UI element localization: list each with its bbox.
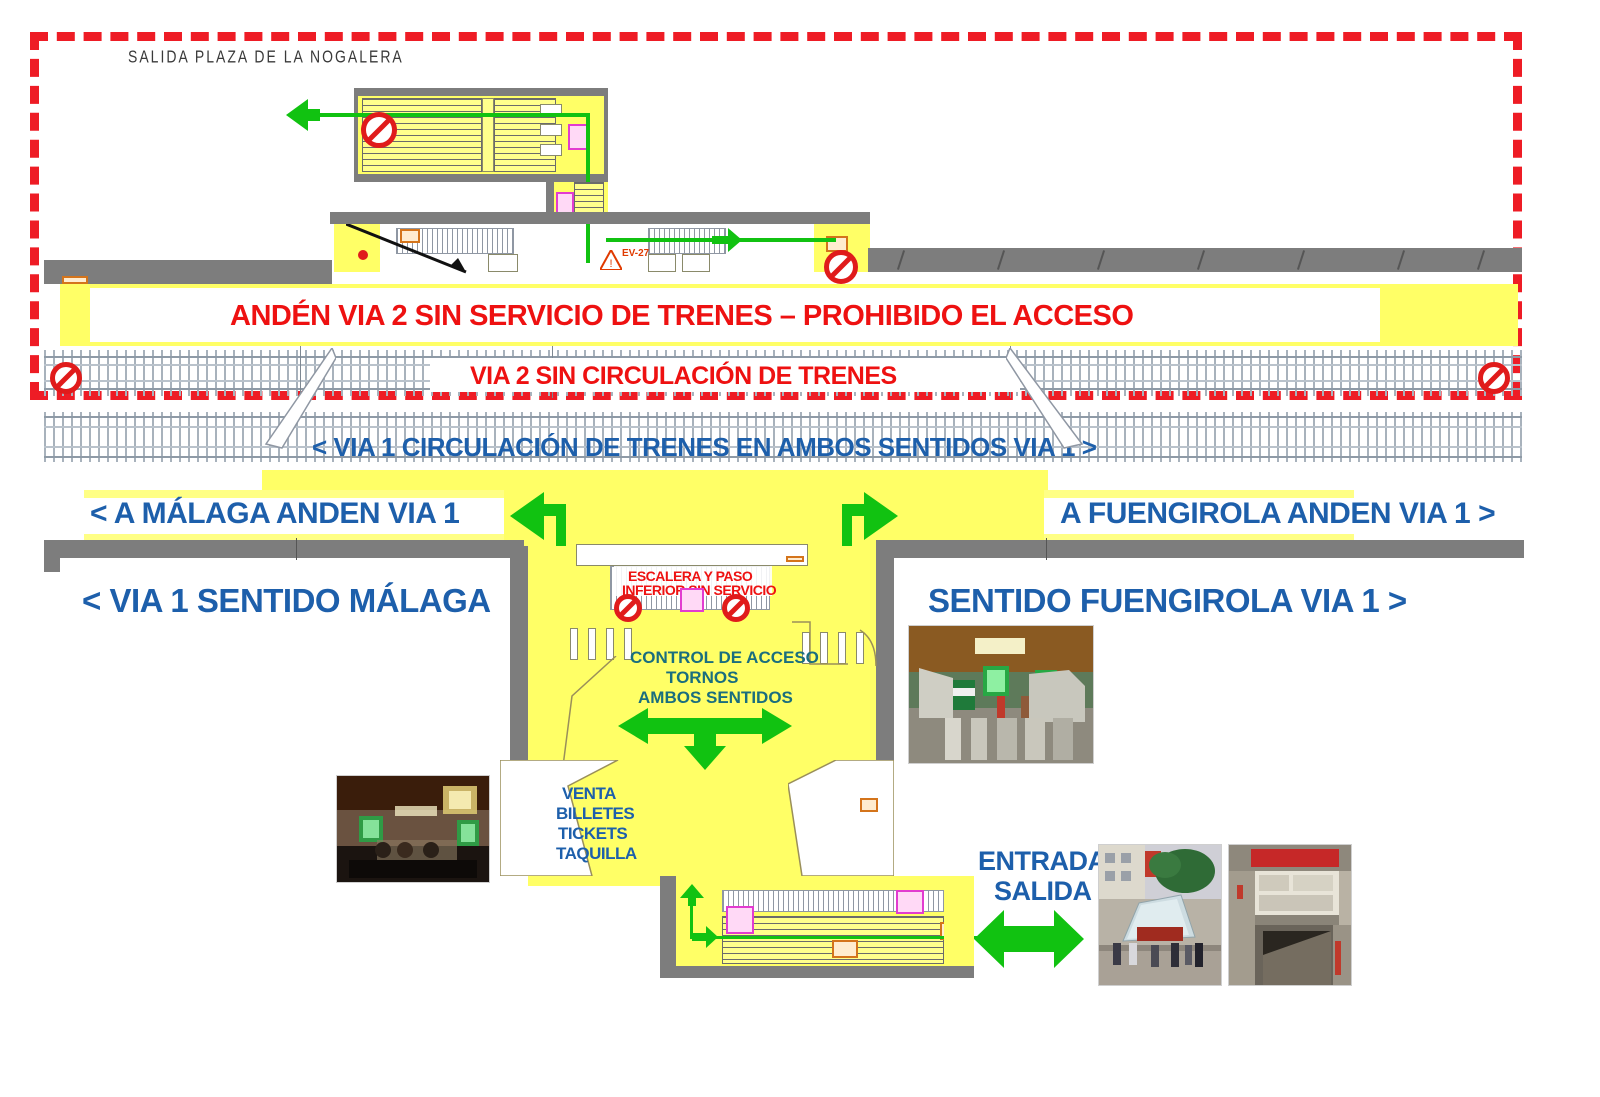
arrow-right-icon-exit — [692, 926, 718, 948]
closed-stairs-label-line1: ESCALERA Y PASO — [628, 568, 753, 584]
ticket-office-label-1: VENTA — [562, 784, 616, 803]
leader-line-left — [264, 348, 336, 449]
no-entry-icon-mezz-left — [358, 250, 368, 260]
corridor-wall-left — [546, 182, 554, 220]
leader-line-right — [1006, 348, 1084, 449]
warning-triangle-icon: ! — [600, 250, 622, 270]
mezzanine-wall-top — [330, 212, 870, 224]
no-entry-icon-track-right — [1478, 362, 1510, 394]
no-entry-icon-mezz-right — [824, 250, 858, 284]
no-entry-icon-passage-right — [722, 594, 750, 622]
platform-via2-marker-left — [62, 276, 88, 284]
ticket-office-label-4: TAQUILLA — [556, 844, 637, 863]
mezzanine-marker-left — [400, 229, 420, 243]
platform-via1-right — [876, 470, 1048, 546]
exit-corridor-wall-left — [660, 876, 676, 978]
exit-panel-marker-left — [726, 906, 754, 934]
underpass-entrance-photo — [1228, 844, 1352, 986]
ticket-office-left-bay — [500, 760, 619, 876]
platform-via1-label-left-bg — [84, 492, 504, 538]
exit-stairs-upper — [722, 890, 944, 912]
mezzanine-room-left-detail — [488, 254, 518, 272]
track-via1-info: < VIA 1 CIRCULACIÓN DE TRENES EN AMBOS S… — [312, 432, 1097, 462]
mezzanine-floor-left — [334, 224, 380, 272]
no-entry-icon-track-left — [50, 362, 82, 394]
turnstile-guide-right — [792, 621, 877, 667]
no-entry-icon-passage-left — [614, 594, 642, 622]
access-control-label-2: TORNOS — [666, 668, 739, 687]
via1-direction-malaga-label: < VIA 1 SENTIDO MÁLAGA — [82, 582, 491, 619]
platform-via1-wall-right-b — [876, 540, 1524, 558]
turnstile-3 — [606, 628, 614, 660]
ticket-office-counter-marker — [860, 798, 878, 812]
arrow-tri-directional-icon — [618, 708, 792, 770]
platform-via1-label-right-bg — [1044, 492, 1534, 538]
route-line-exit-h — [690, 936, 980, 939]
track-via2-sep-1 — [300, 346, 301, 398]
platform-wall-seam-1 — [296, 538, 297, 560]
access-control-label-1: CONTROL DE ACCESO — [630, 648, 819, 667]
platform-via1-underline-left-b — [84, 534, 504, 544]
upper-equipment-3 — [540, 144, 562, 156]
ticket-hall-photo — [336, 775, 490, 883]
upper-equipment-2 — [540, 124, 562, 136]
ticket-office-label-3: TICKETS — [558, 824, 628, 843]
route-line-upper-h — [300, 113, 590, 117]
arrow-right-icon-mezzanine — [712, 228, 742, 252]
platform-via1-center — [524, 470, 876, 546]
exit-corridor-wall-bottom — [660, 964, 974, 978]
track-via2-label-backdrop — [430, 358, 1020, 392]
entrance-label-2: SALIDA — [994, 876, 1092, 906]
access-control-label-3: AMBOS SENTIDOS — [638, 688, 793, 707]
street-entrance-photo — [1098, 844, 1222, 986]
exit-vestibule — [944, 890, 974, 964]
to-malaga-platform-label: < A MÁLAGA ANDEN VIA 1 — [90, 497, 460, 530]
no-entry-icon-upper-stairs — [361, 112, 397, 148]
lower-passage-marker — [786, 556, 804, 562]
pointer-arrow-mezzanine — [346, 224, 467, 274]
arrow-bidirectional-icon-entrance — [974, 910, 1084, 968]
track-via2-warning: VIA 2 SIN CIRCULACIÓN DE TRENES — [470, 362, 897, 390]
arrow-left-icon-plaza — [286, 99, 320, 131]
exit-panel-marker-right — [896, 890, 924, 914]
upper-landing-box — [482, 98, 494, 172]
turnstile-guide-left — [561, 656, 617, 775]
svg-text:!: ! — [609, 258, 612, 270]
platform-via1-underline-left — [84, 490, 504, 498]
platform-via1-underline-right-b — [1044, 534, 1354, 544]
exit-plaza-label: SALIDA PLAZA DE LA NOGALERA — [128, 46, 404, 66]
entrance-label-1: ENTRADA — [978, 846, 1107, 876]
platform-via2-warning: ANDÉN VIA 2 SIN SERVICIO DE TRENES – PRO… — [230, 300, 1134, 332]
turnstiles-photo — [908, 625, 1094, 764]
ticket-office-right-bay — [788, 760, 894, 876]
mezzanine-room-right-detail-b — [682, 254, 710, 272]
via1-direction-fuengirola-label: SENTIDO FUENGIROLA VIA 1 > — [928, 582, 1407, 619]
mezzanine-room-right-detail-a — [648, 254, 676, 272]
route-line-exit-v — [690, 898, 693, 938]
turnstile-4 — [624, 628, 632, 660]
platform-via1-wall-left-b — [60, 540, 524, 558]
lower-passage-top-box — [576, 544, 808, 566]
platform-via2-label-backdrop — [90, 288, 1380, 342]
platform-via2-wall-right — [868, 248, 1522, 272]
lower-passage-panel-marker — [680, 588, 704, 612]
mezzanine-code-label: EV-27 — [622, 248, 650, 259]
platform-via2-wall-left — [44, 260, 332, 284]
platform-via1-underline-right — [1044, 490, 1354, 498]
turnstile-8 — [856, 632, 864, 664]
to-fuengirola-platform-label: A FUENGIROLA ANDEN VIA 1 > — [1060, 497, 1496, 530]
platform-via1-wall-left — [44, 540, 60, 572]
upper-staircase — [362, 98, 482, 172]
exit-marker-a — [832, 940, 858, 958]
upper-panel-marker — [568, 124, 588, 150]
arrow-up-icon-exit — [680, 884, 704, 906]
ticket-office-label-2: BILLETES — [556, 804, 635, 823]
platform-wall-seam-2 — [1046, 538, 1047, 560]
turnstile-1 — [570, 628, 578, 660]
turnstile-2 — [588, 628, 596, 660]
